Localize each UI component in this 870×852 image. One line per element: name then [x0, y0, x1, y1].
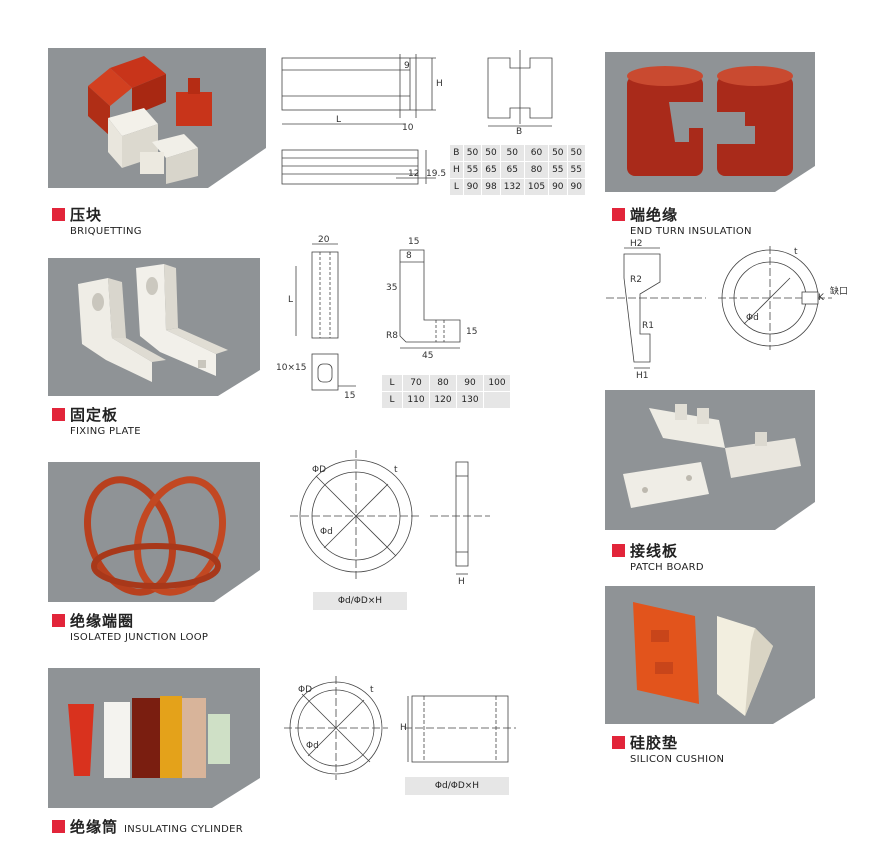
dim-l: L: [336, 115, 341, 125]
silicon-cushion-caption: 硅胶垫 SILICON CUSHION: [612, 732, 724, 765]
dim-10x15: 10×15: [276, 363, 306, 373]
end-turn-drawing: H2 R2 R1 H1 t K Φd 缺口: [606, 238, 848, 381]
table-row: L 70 80 90 100: [381, 374, 511, 392]
silicon-cushion-photo: [605, 586, 815, 724]
red-square-icon: [52, 408, 65, 421]
dim-r1: R1: [642, 321, 654, 331]
dim-h2: H2: [630, 239, 643, 249]
dim-20: 20: [318, 235, 330, 245]
gap-label: 缺口: [830, 285, 848, 297]
dim-phi-d-outer: ΦD: [298, 685, 312, 695]
dim-phi-d-inner: Φd: [306, 741, 319, 751]
cylinder-photo: [48, 668, 260, 808]
fixing-plate-caption: 固定板 FIXING PLATE: [52, 404, 141, 437]
junction-loop-photo: [48, 462, 260, 602]
briquetting-spec-table: B 50 50 50 60 50 50 H 55 65 65 80 55 55 …: [449, 144, 586, 196]
dim-15c: 15: [466, 327, 477, 337]
red-square-icon: [612, 208, 625, 221]
dim-45: 45: [422, 351, 433, 361]
dim-b: B: [516, 127, 522, 137]
red-square-icon: [612, 544, 625, 557]
junction-loop-caption: 绝缘端圈 ISOLATED JUNCTION LOOP: [52, 610, 208, 643]
end-turn-photo: [605, 52, 815, 192]
dim-h: H: [436, 79, 443, 89]
dim-35: 35: [386, 283, 397, 293]
briquetting-photo: [48, 48, 266, 188]
dim-8: 8: [406, 251, 412, 261]
briquetting-caption: 压块 BRIQUETTING: [52, 204, 142, 237]
dim-15a: 15: [344, 391, 355, 401]
table-row: B 50 50 50 60 50 50: [449, 144, 586, 162]
dim-phi-d: Φd: [746, 313, 759, 323]
fixing-plate-spec-table: L 70 80 90 100 L 110 120 130: [381, 374, 511, 409]
dim-t: t: [370, 685, 374, 695]
junction-loop-formula: Φd/ΦD×H: [313, 592, 407, 610]
cylinder-formula: Φd/ΦD×H: [405, 777, 509, 795]
dim-12: 12: [408, 169, 419, 179]
dim-k: K: [818, 293, 825, 303]
dim-15b: 15: [408, 237, 419, 247]
dim-t: t: [794, 247, 798, 257]
red-square-icon: [52, 208, 65, 221]
fixing-plate-photo: [48, 258, 260, 396]
dim-10: 10: [402, 123, 414, 133]
fixing-table-body: L 70 80 90 100 L 110 120 130: [381, 374, 511, 409]
dim-l: L: [288, 295, 293, 305]
end-turn-caption: 端绝缘 END TURN INSULATION: [612, 204, 752, 237]
dim-9: 9: [404, 61, 410, 71]
patch-board-photo: [605, 390, 815, 530]
dim-phi-d-inner: Φd: [320, 527, 333, 537]
dim-h: H: [458, 577, 465, 587]
briquetting-drawing: 9 H L 10 B 12 19.5: [276, 48, 576, 198]
dim-h1: H1: [636, 371, 649, 381]
table-row: H 55 65 65 80 55 55: [449, 161, 586, 179]
patch-board-caption: 接线板 PATCH BOARD: [612, 540, 704, 573]
cylinder-drawing: ΦD Φd t H: [284, 676, 524, 780]
dim-phi-d-outer: ΦD: [312, 465, 326, 475]
red-square-icon: [52, 614, 65, 627]
table-row: L 110 120 130: [381, 391, 511, 409]
dim-19-5: 19.5: [426, 169, 446, 179]
dim-t: t: [394, 465, 398, 475]
red-square-icon: [52, 820, 65, 833]
table-row: L 90 98 132 105 90 90: [449, 178, 586, 196]
dim-r8: R8: [386, 331, 398, 341]
briquetting-table-body: B 50 50 50 60 50 50 H 55 65 65 80 55 55 …: [449, 144, 586, 196]
dim-h: H: [400, 723, 407, 733]
dim-r2: R2: [630, 275, 642, 285]
red-square-icon: [612, 736, 625, 749]
junction-loop-drawing: ΦD Φd t H: [290, 450, 500, 590]
fixing-plate-drawing: 20 L 10×15 15 15 8 35 R8 15 45: [276, 235, 516, 406]
